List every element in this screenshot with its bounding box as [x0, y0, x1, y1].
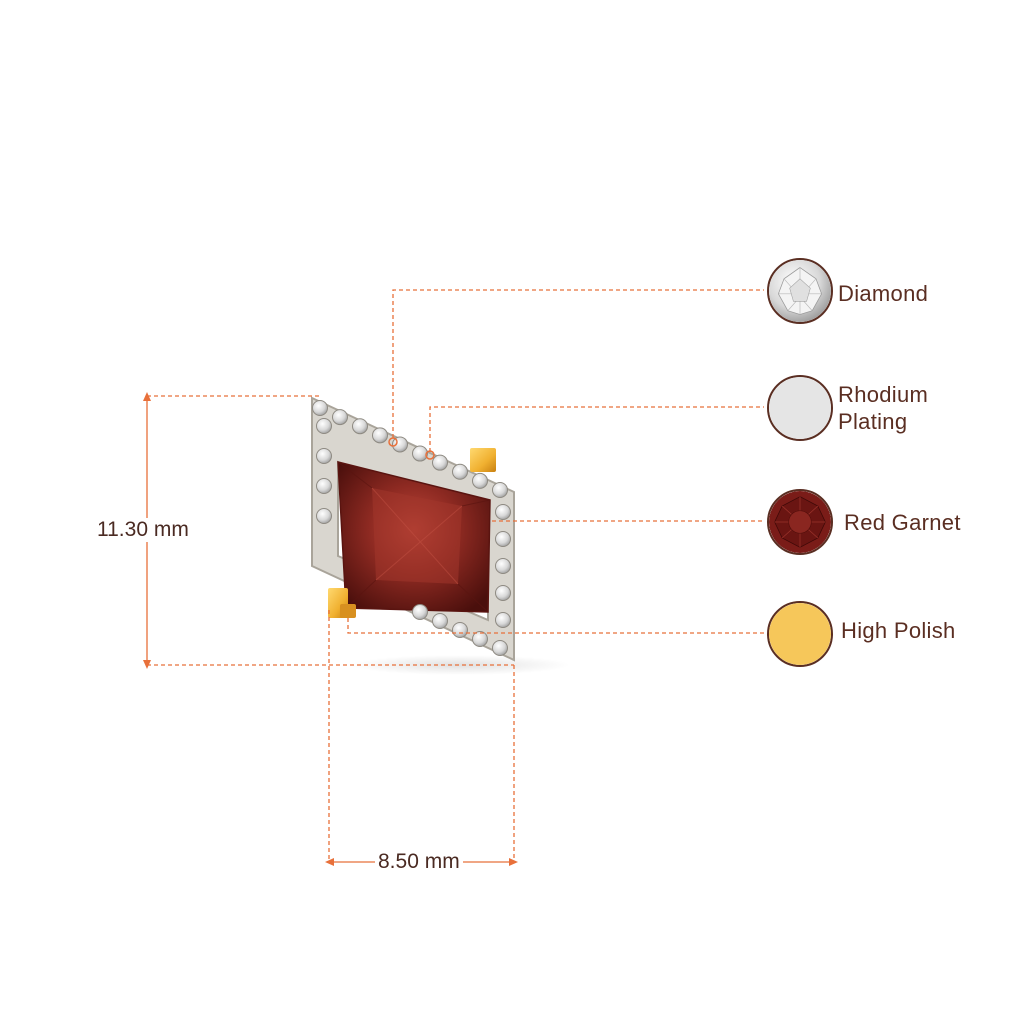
pave-diamond [495, 558, 511, 574]
pave-diamond [412, 445, 428, 462]
pave-diamond [495, 612, 511, 628]
pave-diamond [495, 531, 511, 547]
rhodium-label-line1: Rhodium [838, 382, 929, 407]
pave-diamond [316, 478, 332, 494]
earring-shadow [350, 655, 570, 675]
height-dimension-label: 11.30 mm [94, 518, 192, 542]
rhodium-plating-swatch [767, 375, 833, 441]
pave-diamond [492, 482, 508, 498]
pave-diamond [492, 640, 508, 656]
pave-diamond [432, 613, 448, 629]
pave-diamond [412, 604, 428, 620]
pave-diamond [495, 504, 511, 520]
leader-markers [388, 437, 435, 460]
pave-diamond [472, 631, 488, 647]
red-garnet-stone [337, 461, 491, 613]
pave-diamond [312, 400, 328, 416]
pave-diamond [352, 418, 368, 435]
red-garnet-swatch [767, 489, 833, 555]
diamond-label: Diamond [838, 281, 929, 306]
gold-prongs [328, 448, 496, 618]
red-garnet-label: Red Garnet [844, 510, 961, 535]
pave-diamond [495, 585, 511, 601]
rhodium-label-line2: Plating [838, 409, 908, 434]
pave-diamond [432, 454, 448, 471]
width-dimension-label: 8.50 mm [375, 850, 463, 874]
pave-diamond [316, 418, 332, 434]
pave-diamond [452, 463, 468, 480]
pave-diamond [316, 508, 332, 524]
pave-diamond [452, 622, 468, 638]
pave-diamond [472, 472, 488, 489]
diamond-swatch [767, 258, 833, 324]
leader-lines [347, 289, 764, 634]
dimension-arrows [143, 392, 518, 866]
pave-diamond [316, 448, 332, 464]
high-polish-label: High Polish [841, 618, 956, 643]
pave-diamond [372, 427, 388, 444]
pave-diamond [332, 409, 348, 426]
pave-diamonds [312, 400, 511, 656]
high-polish-swatch [767, 601, 833, 667]
